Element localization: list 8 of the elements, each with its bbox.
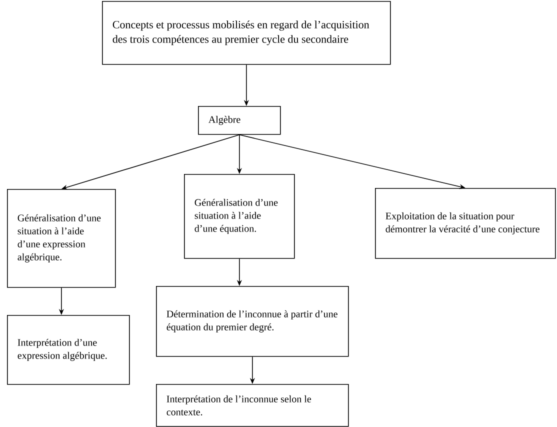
topic-box: Algèbre xyxy=(198,106,281,135)
process-box: Exploitation de la situation pour démontrer la véracité d’une conjecture xyxy=(375,188,556,259)
process-box: Interprétation de l’inconnue selon le contexte. xyxy=(156,384,349,427)
process-box: Interprétation d’une expression algébrique. xyxy=(7,315,130,385)
process-box: Concepts et processus mobilisés en regard de l’acquisition des trois compétences au premier cycle du secondaire xyxy=(102,1,391,65)
process-box: Généralisation d’une situation à l’aide d’une équation. xyxy=(184,174,295,259)
process-box: Détermination de l’inconnue à partir d’une équation du premier degré. xyxy=(156,286,349,357)
process-box: Généralisation d’une situation à l’aide d’une expression algébrique. xyxy=(7,189,116,288)
